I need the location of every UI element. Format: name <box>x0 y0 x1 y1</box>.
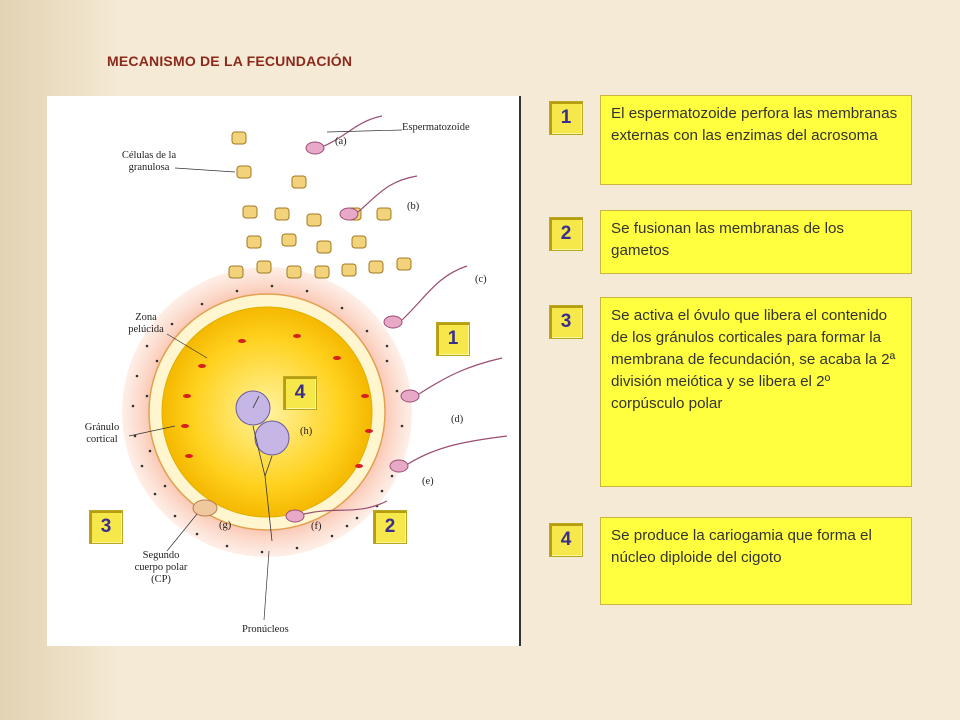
label-celulas-granulosa: Células de la granulosa <box>121 150 177 173</box>
pronucleus-2 <box>254 420 290 456</box>
letter-d: (d) <box>451 414 464 425</box>
polar-body <box>192 499 218 517</box>
label-leader-lines <box>128 129 403 621</box>
fertilization-illustration <box>122 115 508 621</box>
fertilization-diagram: Espermatozoide Células de la granulosa Z… <box>47 96 521 646</box>
label-granulo-cortical: Gránulo cortical <box>84 422 120 445</box>
step-1-description: El espermatozoide perfora las membranas … <box>600 95 912 185</box>
letter-a: (a) <box>335 136 347 147</box>
label-zona-pelucida: Zona pelúcida <box>128 312 164 335</box>
granulosa-dots <box>131 284 404 554</box>
cortical-granules <box>181 334 373 468</box>
spindle-lines <box>252 395 273 542</box>
sperm-cells <box>285 141 420 523</box>
letter-h: (h) <box>300 426 313 437</box>
letter-g: (g) <box>219 520 232 531</box>
step-2-description: Se fusionan las membranas de los gametos <box>600 210 912 274</box>
label-pronucleos: Pronúcleos <box>242 624 289 635</box>
step-badge-1: 1 <box>549 101 583 135</box>
step-3-description: Se activa el óvulo que libera el conteni… <box>600 297 912 487</box>
label-segundo-cuerpo-polar: Segundo cuerpo polar (CP) <box>134 550 188 585</box>
step-badge-2: 2 <box>549 217 583 251</box>
step-badge-4: 4 <box>549 523 583 557</box>
granulosa-cells <box>228 131 412 279</box>
step-4-description: Se produce la cariogamia que forma el nú… <box>600 517 912 605</box>
letter-c: (c) <box>475 274 487 285</box>
label-espermatozoide: Espermatozoide <box>402 122 470 133</box>
letter-e: (e) <box>422 476 434 487</box>
page-title: MECANISMO DE LA FECUNDACIÓN <box>107 53 353 69</box>
step-badge-3: 3 <box>549 305 583 339</box>
letter-b: (b) <box>407 201 420 212</box>
figure-badge-3: 3 <box>89 510 123 544</box>
figure-badge-1: 1 <box>436 322 470 356</box>
sperm-tails <box>303 115 508 515</box>
letter-f: (f) <box>311 521 322 532</box>
figure-badge-2: 2 <box>373 510 407 544</box>
figure-badge-4: 4 <box>283 376 317 410</box>
